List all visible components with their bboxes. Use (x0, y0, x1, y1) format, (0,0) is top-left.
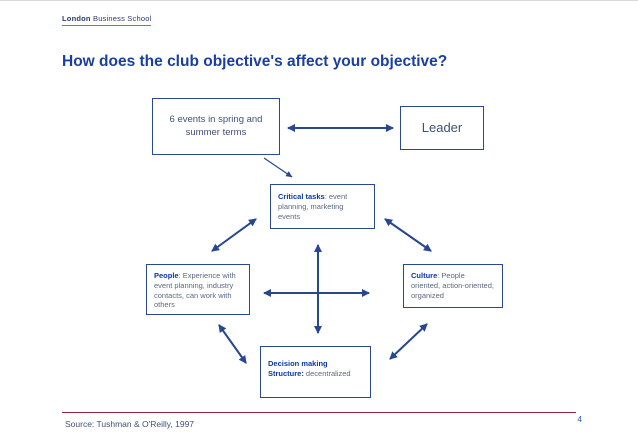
logo-bold: London (62, 14, 91, 23)
people-box: People: Experience with event planning, … (146, 264, 250, 315)
footer-divider-line (62, 412, 576, 413)
events-box: 6 events in spring and summer terms (152, 98, 280, 155)
london-business-school-logo: London Business School (62, 14, 152, 26)
slide-title: How does the club objective's affect you… (62, 53, 448, 70)
critical-tasks-box: Critical tasks: event planning, marketin… (270, 184, 375, 229)
leader-box-text: Leader (421, 119, 463, 135)
culture-rest: : People oriented, action-oriented, orga… (411, 271, 494, 300)
arrow-critical-culture (384, 218, 432, 252)
critical-tasks-lead: Critical tasks (278, 192, 325, 201)
leader-box: Leader (400, 106, 484, 150)
people-lead: People (154, 271, 179, 280)
decision-rest: decentralized (303, 368, 351, 378)
culture-lead: Culture (411, 271, 438, 280)
decision-structure-box: Decision making Structure: decentralized (260, 346, 371, 398)
decision-lead: Decision making Structure: (268, 359, 328, 378)
critical-tasks-rest: : event planning, marketing events (278, 192, 348, 221)
arrow-culture-decision (389, 323, 428, 360)
logo-rest: Business School (90, 14, 152, 23)
arrow-events-critical (263, 157, 293, 178)
arrow-critical-people (211, 218, 257, 252)
events-box-text: 6 events in spring and summer terms (169, 113, 263, 138)
page-number: 4 (577, 415, 582, 424)
people-rest: : Experience with event planning, indust… (154, 271, 236, 310)
arrow-people-decision (218, 324, 247, 364)
culture-box: Culture: People oriented, action-oriente… (403, 264, 503, 308)
source-citation: Source: Tushman & O'Reilly, 1997 (65, 419, 195, 429)
